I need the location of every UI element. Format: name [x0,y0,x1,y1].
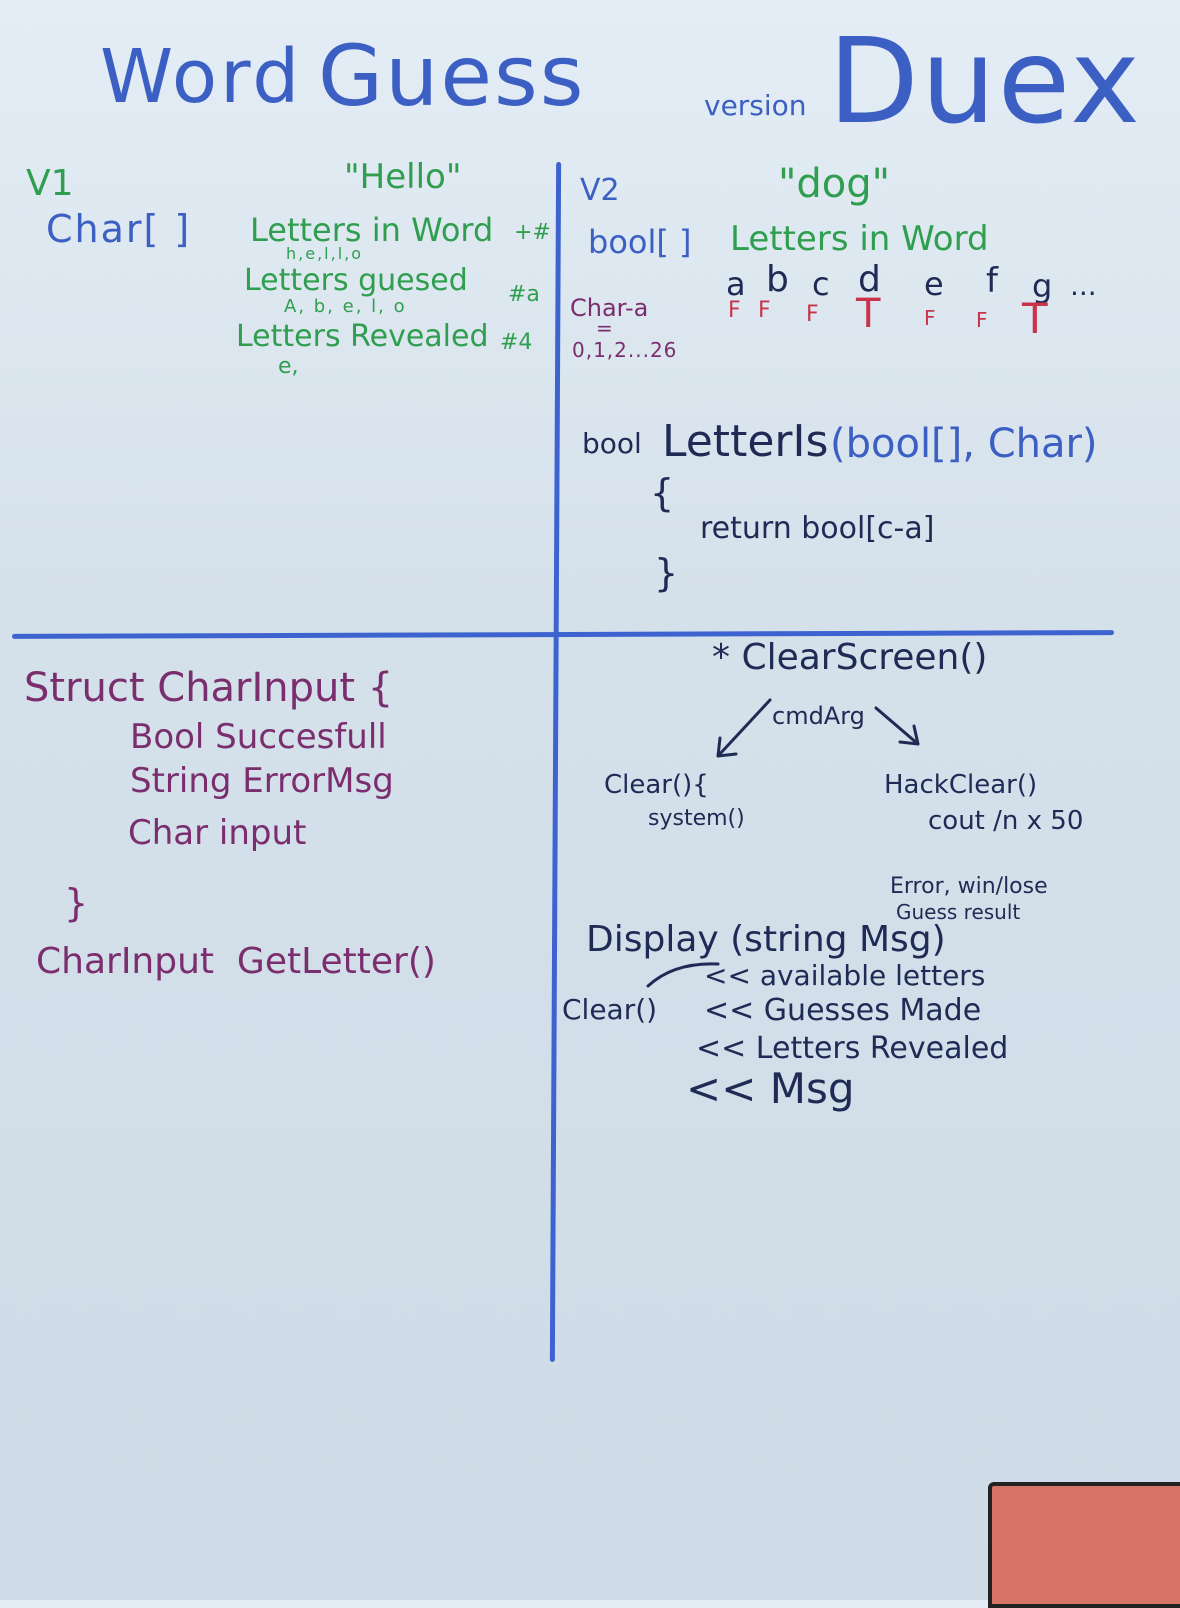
v2-type: bool[ ] [588,223,692,261]
v1-line-revealed-letters: e, [278,354,299,379]
display-line-available: << available letters [704,959,986,992]
display-signature: Display (string Msg) [586,919,946,960]
v2-letter-e: e [924,265,944,303]
vertical-divider [549,161,562,1363]
fn-params: (bool[], Char) [830,421,1098,467]
display-note-a: Error, win/lose [890,874,1048,899]
arrow-left [716,698,772,758]
fn-name: LetterIs [662,416,829,467]
v2-letter-g: g [1032,267,1053,305]
clear-head: * ClearScreen() [712,637,988,678]
v2-flag-g: T [1022,294,1048,343]
v2-flag-d: T [856,291,881,337]
struct-getter: CharInput GetLetter() [36,941,436,982]
v1-note-3: #4 [500,330,533,355]
clear-right-a: HackClear() [884,770,1038,800]
v1-type: Char[ ] [46,207,192,251]
v1-line-hello-letters: h,e,l,l,o [286,244,364,263]
title-guess: Guess [318,27,586,125]
v2-label: V2 [580,173,620,208]
title-deux: Duex [828,12,1143,150]
clear-left-a: Clear(){ [604,770,709,800]
v2-flag-b: F [758,298,771,323]
arrow-right [874,706,920,746]
fn-return-type: bool [582,427,642,460]
v2-flag-e: F [924,306,936,330]
clear-right-b: cout /n x 50 [928,806,1084,836]
struct-close-brace: } [64,881,89,925]
display-note-b: Guess result [896,900,1021,924]
v2-flag-a: F [728,298,741,323]
corner-booklet [988,1482,1180,1608]
v1-line-letters-in-word: Letters in Word [250,211,494,249]
struct-decl: Struct CharInput { [24,665,394,711]
struct-field-error-msg: String ErrorMsg [130,761,394,801]
v1-label: V1 [26,163,74,204]
v1-line-guessed-letters: A, b, e, l, o [284,296,407,317]
v2-range: 0,1,2...26 [572,338,678,362]
fn-close-brace: } [654,551,679,595]
v2-letter-a: a [726,265,746,303]
v2-letter-c: c [812,265,830,303]
display-line-revealed: << Letters Revealed [696,1031,1009,1066]
struct-field-successful: Bool Succesfull [130,717,387,757]
struct-field-char-input: Char input [128,813,307,853]
display-line-msg: << Msg [686,1064,855,1113]
clear-arrows [716,698,920,758]
v2-example: "dog" [778,161,891,207]
v1-line-letters-revealed: Letters Revealed [236,319,489,354]
v1-note-1: +# [514,220,551,245]
v1-note-2: #a [508,282,540,307]
v2-letter-d: d [858,259,881,300]
fn-open-brace: { [650,471,675,515]
v2-letter-f: f [986,261,998,301]
v2-char-calc: Char-a [570,294,649,322]
v2-heading: Letters in Word [730,219,989,259]
clear-left-b: system() [648,806,745,831]
v2-flag-c: F [806,302,819,327]
clear-arg: cmdArg [772,702,865,730]
v2-equals: = [596,316,613,340]
v2-letter-b: b [766,259,789,300]
v1-line-letters-guessed: Letters guesed [244,263,468,298]
display-link-line [646,962,720,988]
title-version: version [704,89,807,122]
v2-letter-ellipsis: ... [1070,269,1097,302]
fn-body: return bool[c-a] [700,511,935,546]
display-line-guesses: << Guesses Made [704,993,982,1028]
v2-flag-f: F [976,308,988,332]
title-word: Word [100,34,303,120]
v1-example: "Hello" [344,157,462,197]
display-clear-call: Clear() [562,993,658,1026]
